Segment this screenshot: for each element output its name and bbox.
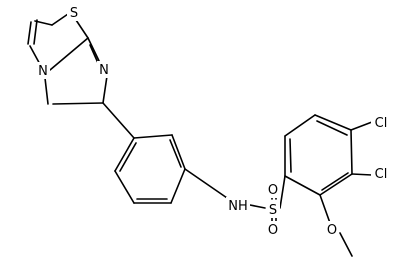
bond-layer	[27, 13, 373, 257]
bond-line	[102, 102, 135, 139]
bond-line	[33, 19, 38, 45]
atom-s-sulfonyl: S	[269, 203, 277, 218]
label-bg	[67, 4, 81, 21]
bond-line	[119, 142, 137, 172]
bond-line	[51, 13, 69, 26]
bond-line	[319, 173, 353, 196]
bond-line	[34, 20, 53, 26]
bond-line	[114, 137, 135, 172]
label-bg	[266, 201, 280, 218]
bond-line	[27, 21, 32, 45]
label-bg	[36, 62, 50, 79]
atom-cl-3: Cl	[375, 167, 388, 182]
bond-line	[184, 168, 231, 201]
bond-line	[350, 129, 353, 175]
atom-o-sulfonyl-top: O	[268, 183, 278, 198]
bond-line	[351, 173, 373, 176]
bond-line	[350, 121, 373, 131]
bond-line	[52, 102, 104, 105]
atom-o-sulfonyl-bottom: O	[268, 223, 278, 238]
atom-label-layer: S N N Cl Cl NH S O O O	[36, 4, 391, 238]
label-bg	[266, 221, 280, 238]
bond-line	[289, 138, 292, 173]
bond-line	[102, 75, 108, 104]
bond-line	[249, 204, 266, 209]
bond-line	[321, 172, 349, 191]
atom-n-imine: N	[99, 63, 109, 78]
bond-line	[279, 175, 286, 209]
bond-line	[171, 134, 186, 170]
bond-line	[170, 168, 186, 204]
bond-line	[284, 175, 321, 196]
label-bg	[226, 197, 250, 214]
bond-line	[49, 37, 89, 71]
atom-s-thiazole: S	[70, 6, 78, 21]
label-bg	[371, 114, 391, 131]
bond-line	[114, 170, 135, 204]
atom-cl-4: Cl	[375, 116, 388, 131]
label-bg	[97, 61, 111, 78]
label-bg	[266, 181, 280, 198]
bond-line	[284, 114, 316, 137]
bond-line	[314, 114, 352, 131]
label-bg	[371, 165, 391, 182]
bond-line	[169, 139, 182, 168]
atom-n-bridgehead: N	[38, 64, 48, 79]
bond-line	[316, 120, 348, 136]
label-bg	[325, 221, 339, 238]
bond-line	[339, 232, 353, 257]
bond-line	[44, 77, 49, 105]
bond-line	[89, 44, 99, 64]
bond-line	[319, 194, 331, 224]
bond-line	[87, 37, 102, 66]
atom-o-methoxy: O	[327, 223, 337, 238]
bond-line	[133, 134, 173, 139]
atom-nh: NH	[228, 199, 248, 214]
